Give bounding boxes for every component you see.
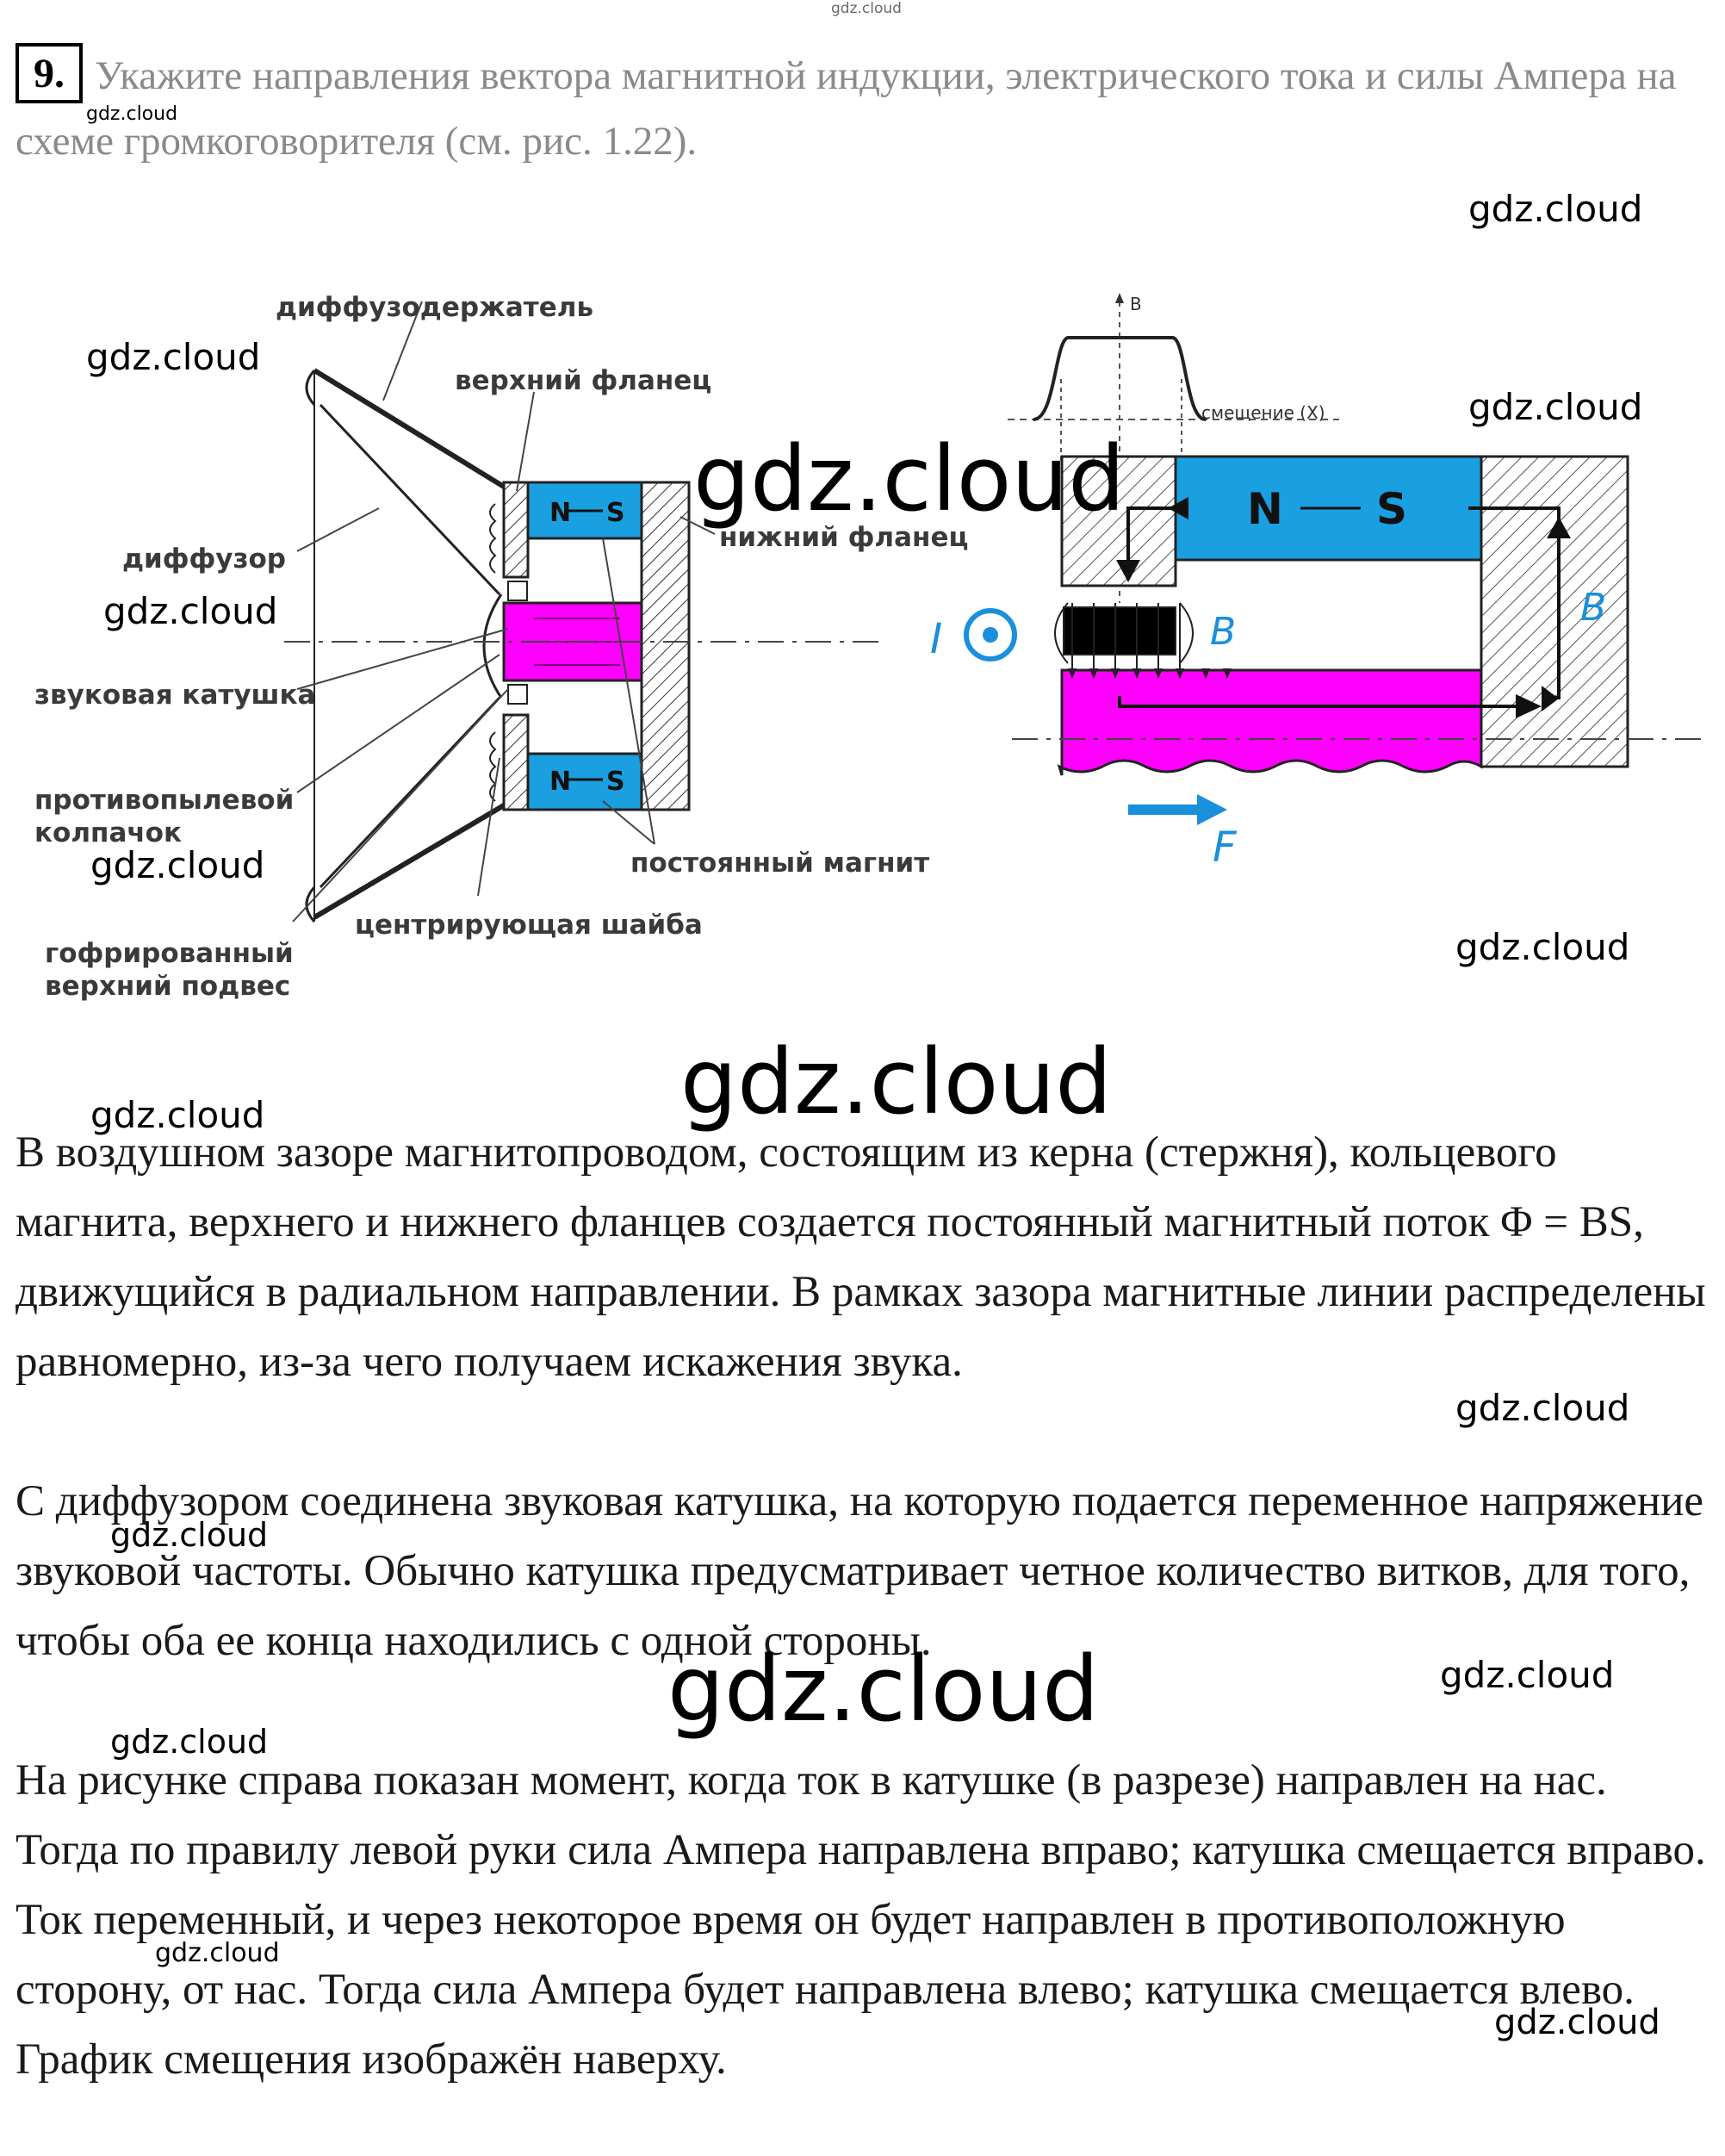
watermark: gdz.cloud — [110, 1723, 269, 1761]
lower-flange — [640, 481, 691, 811]
upper-flange-top — [502, 481, 530, 579]
upper-flange-bottom — [502, 713, 530, 811]
watermark: gdz.cloud — [86, 336, 261, 378]
watermark: gdz.cloud — [86, 103, 178, 125]
label-centering-washer: центрирующая шайба — [355, 910, 703, 941]
watermark-top: gdz.cloud — [831, 0, 902, 17]
task-text: Укажите направления вектора магнитной ин… — [16, 53, 1677, 164]
watermark: gdz.cloud — [90, 1094, 265, 1136]
current-label: I — [930, 615, 942, 663]
watermark: gdz.cloud — [1494, 2003, 1660, 2042]
watermark: gdz.cloud — [90, 844, 265, 886]
watermark: gdz.cloud — [155, 1938, 280, 1968]
gap-diagram: B смещение (X) N S — [930, 293, 1701, 872]
watermark: gdz.cloud — [667, 1637, 1100, 1742]
label-dust-cap: противопылевой колпачок — [34, 785, 295, 848]
cone-holder-upper — [313, 368, 506, 489]
label-cone-holder: диффузодержатель — [276, 292, 594, 323]
voice-coil-bottom — [507, 684, 528, 705]
field-label-right: B — [1580, 586, 1606, 630]
watermark: gdz.cloud — [110, 1516, 269, 1554]
label-upper-flange: верхний фланец — [455, 365, 712, 396]
label-permanent-magnet: постоянный магнит — [630, 848, 930, 879]
cone-upper — [319, 403, 501, 596]
magnet-top-n: N — [549, 498, 571, 528]
surround-top — [305, 369, 316, 407]
field-loop-left — [1054, 602, 1069, 664]
paragraph-1: В воздушном зазоре магнитопроводом, сост… — [16, 1128, 1706, 1386]
centering-washer-top — [489, 503, 497, 574]
speaker-diagram: N S N S — [284, 301, 878, 923]
cone-holder-lower — [313, 803, 506, 920]
watermark: gdz.cloud — [680, 1029, 1113, 1134]
paragraph-3: На рисунке справа показан момент, когда … — [16, 1756, 1706, 2084]
watermark: gdz.cloud — [693, 426, 1126, 531]
voice-coil-top — [507, 581, 528, 601]
axis-x-label: смещение (X) — [1201, 402, 1325, 423]
dust-cap — [482, 593, 503, 699]
surround-bottom — [305, 885, 316, 923]
axis-b-label: B — [1130, 294, 1142, 314]
magnet-top-s: S — [606, 498, 625, 528]
label-lower-flange: нижний фланец — [719, 522, 969, 553]
right-voice-coil — [1063, 606, 1176, 655]
current-symbol — [964, 608, 1017, 662]
magnet-bottom-n: N — [549, 767, 571, 797]
right-magnet-n: N — [1247, 484, 1283, 534]
label-voice-coil: звуковая катушка — [34, 680, 316, 711]
displacement-curve — [1033, 336, 1207, 421]
watermark: gdz.cloud — [1455, 926, 1630, 968]
watermark: gdz.cloud — [103, 590, 278, 632]
paragraph-2: С диффузором соединена звуковая катушка,… — [16, 1477, 1704, 1665]
watermark: gdz.cloud — [1468, 188, 1643, 230]
magnet-bottom — [526, 752, 643, 811]
watermark: gdz.cloud — [1468, 386, 1643, 428]
label-cone: диффузор — [122, 544, 286, 575]
magnet-bottom-s: S — [606, 767, 625, 797]
field-loop-right — [1179, 602, 1194, 664]
watermark: gdz.cloud — [1440, 1654, 1615, 1696]
cone-lower — [319, 696, 501, 889]
centering-washer-bottom — [489, 731, 497, 802]
watermark: gdz.cloud — [1455, 1387, 1630, 1429]
force-label: F — [1213, 823, 1238, 872]
right-magnet-s: S — [1376, 484, 1407, 534]
task-number: 9. — [16, 43, 83, 103]
right-core — [1057, 668, 1483, 776]
field-label-left: B — [1210, 610, 1236, 654]
label-surround: гофрированный верхний подвес — [45, 938, 294, 1002]
